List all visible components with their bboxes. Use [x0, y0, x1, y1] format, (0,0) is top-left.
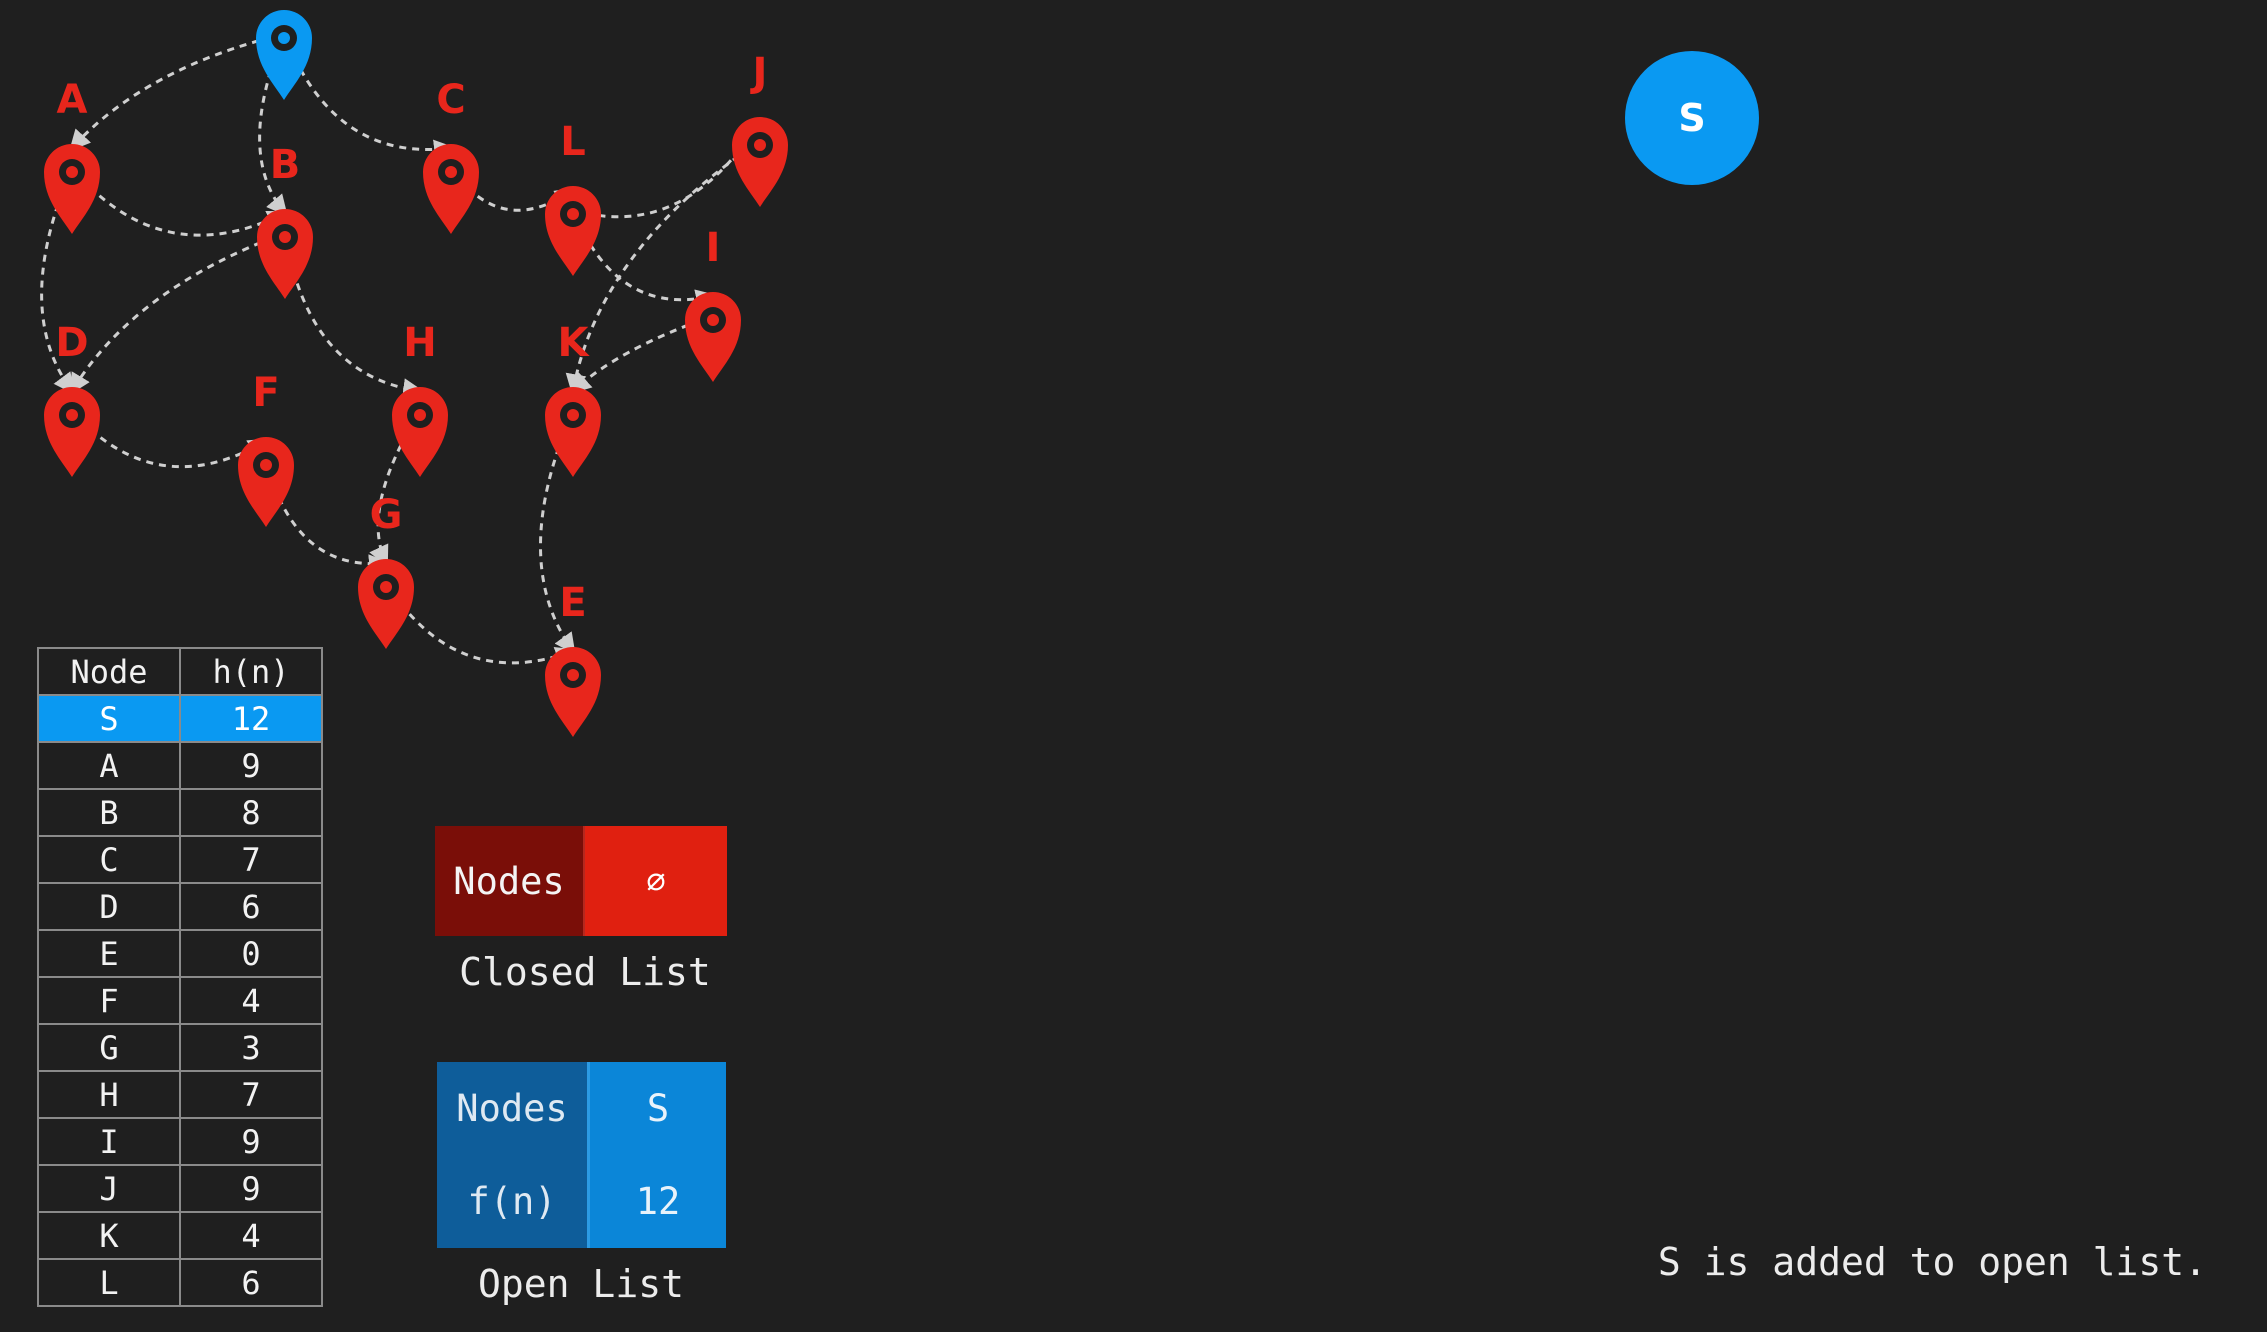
header-node: Node — [37, 647, 181, 696]
closed-list-caption: Closed List — [459, 950, 711, 994]
table-cell-node: J — [37, 1164, 181, 1213]
closed-list-label: Nodes — [435, 826, 583, 936]
table-cell-hn: 7 — [179, 1070, 323, 1119]
open-list-node-value: S — [646, 1087, 670, 1130]
edge-D-F — [70, 409, 270, 469]
node-pin-d: D — [44, 320, 100, 477]
current-node-circle: S — [1625, 51, 1759, 185]
table-cell-hn: 12 — [179, 694, 323, 743]
open-list-nodes-label: Nodes — [456, 1087, 568, 1130]
edge-L-J — [572, 117, 763, 219]
table-cell-node: E — [37, 929, 181, 978]
closed-list-value: ⌀ — [583, 826, 727, 936]
node-label-a: A — [57, 77, 88, 123]
search-graph: A B C D E F G H I J K L — [40, 10, 788, 737]
node-label-j: J — [750, 50, 768, 96]
table-cell-hn: 8 — [179, 788, 323, 837]
open-list-fn-label: f(n) — [467, 1180, 557, 1223]
node-label-e: E — [559, 580, 586, 626]
table-cell-hn: 4 — [179, 1211, 323, 1260]
node-pin-j: J — [732, 50, 788, 207]
node-pin-e: E — [545, 580, 601, 737]
node-label-g: G — [370, 492, 403, 538]
table-header-row: Node h(n) — [37, 647, 323, 696]
open-list-values: S 12 — [587, 1062, 726, 1248]
node-pin-c: C — [423, 77, 479, 234]
table-cell-hn: 4 — [179, 976, 323, 1025]
node-pin-b: B — [257, 142, 313, 299]
edge-J-K — [565, 139, 761, 396]
table-cell-hn: 7 — [179, 835, 323, 884]
closed-list: Nodes ⌀ — [435, 826, 727, 936]
edge-A-B — [70, 167, 289, 237]
table-cell-hn: 9 — [179, 1117, 323, 1166]
table-cell-node: F — [37, 976, 181, 1025]
edge-B-H — [283, 232, 425, 400]
table-cell-node: S — [37, 694, 181, 743]
table-cell-node: I — [37, 1117, 181, 1166]
open-list-caption: Open List — [478, 1262, 684, 1306]
edge-A-D — [40, 167, 75, 395]
status-message: S is added to open list. — [1657, 1240, 2207, 1284]
table-cell-node: K — [37, 1211, 181, 1260]
table-cell-hn: 9 — [179, 741, 323, 790]
node-pin-l: L — [545, 119, 601, 276]
node-label-h: H — [403, 320, 436, 366]
table-cell-node: A — [37, 741, 181, 790]
node-pin-h: H — [392, 320, 448, 477]
node-pin-a: A — [44, 77, 100, 234]
table-cell-node: G — [37, 1023, 181, 1072]
start-pin-icon — [256, 10, 312, 100]
node-label-f: F — [252, 370, 279, 416]
table-cell-hn: 9 — [179, 1164, 323, 1213]
table-cell-node: H — [37, 1070, 181, 1119]
open-list-fn-value: 12 — [635, 1180, 681, 1223]
node-pin-k: K — [545, 320, 601, 477]
node-label-l: L — [560, 119, 586, 165]
edge-F-G — [264, 460, 391, 576]
node-label-c: C — [436, 77, 465, 123]
edge-B-D — [69, 231, 286, 395]
header-hn: h(n) — [179, 647, 323, 696]
node-pin-g: G — [358, 492, 414, 649]
table-cell-hn: 0 — [179, 929, 323, 978]
node-label-i: I — [706, 225, 721, 271]
open-list-labels: Nodes f(n) — [437, 1062, 587, 1248]
table-cell-hn: 6 — [179, 882, 323, 931]
table-cell-node: B — [37, 788, 181, 837]
node-pin-i: I — [685, 225, 741, 382]
table-cell-node: C — [37, 835, 181, 884]
table-cell-hn: 3 — [179, 1023, 323, 1072]
edge-H-G — [369, 410, 422, 567]
node-label-b: B — [270, 142, 301, 188]
edge-G-E — [384, 582, 577, 667]
table-cell-node: L — [37, 1258, 181, 1307]
edge-S-A — [69, 32, 285, 152]
table-cell-node: D — [37, 882, 181, 931]
open-list: Nodes f(n) S 12 — [437, 1062, 726, 1248]
node-label-d: D — [55, 320, 88, 366]
table-cell-hn: 6 — [179, 1258, 323, 1307]
node-label-k: K — [558, 320, 591, 366]
node-pin-f: F — [238, 370, 294, 527]
